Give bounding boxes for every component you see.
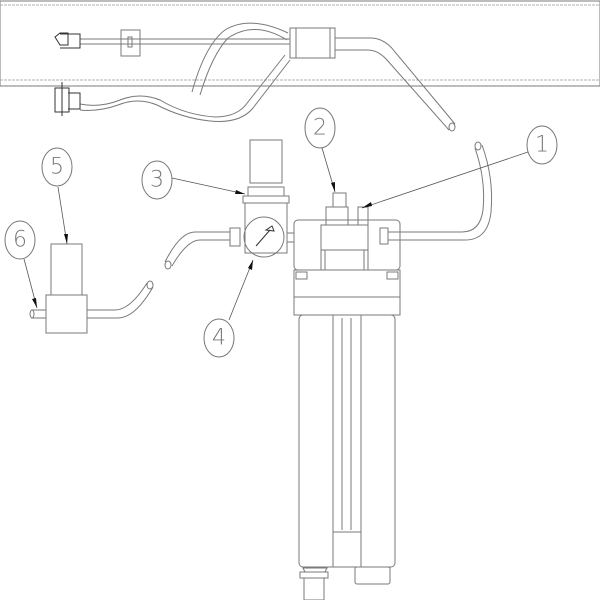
callout-2: 2	[304, 107, 336, 193]
pressure-gauge-icon	[243, 216, 285, 258]
callout-label: 6	[13, 228, 27, 253]
callout-label: 2	[313, 116, 327, 141]
filter-housing	[293, 141, 493, 600]
callout-label: 1	[535, 133, 549, 158]
mounting-rail	[0, 0, 600, 87]
callout-1: 1	[361, 125, 558, 209]
callout-6: 6	[4, 220, 38, 309]
callout-label: 3	[150, 168, 164, 193]
pressure-regulator	[164, 139, 294, 270]
callout-3: 3	[141, 160, 246, 200]
callout-5: 5	[41, 147, 73, 245]
callout-label: 5	[50, 155, 64, 180]
callout-label: 4	[212, 326, 226, 351]
upper-tube-assembly	[54, 22, 456, 132]
callout-4: 4	[203, 259, 254, 358]
inline-component	[29, 243, 154, 334]
